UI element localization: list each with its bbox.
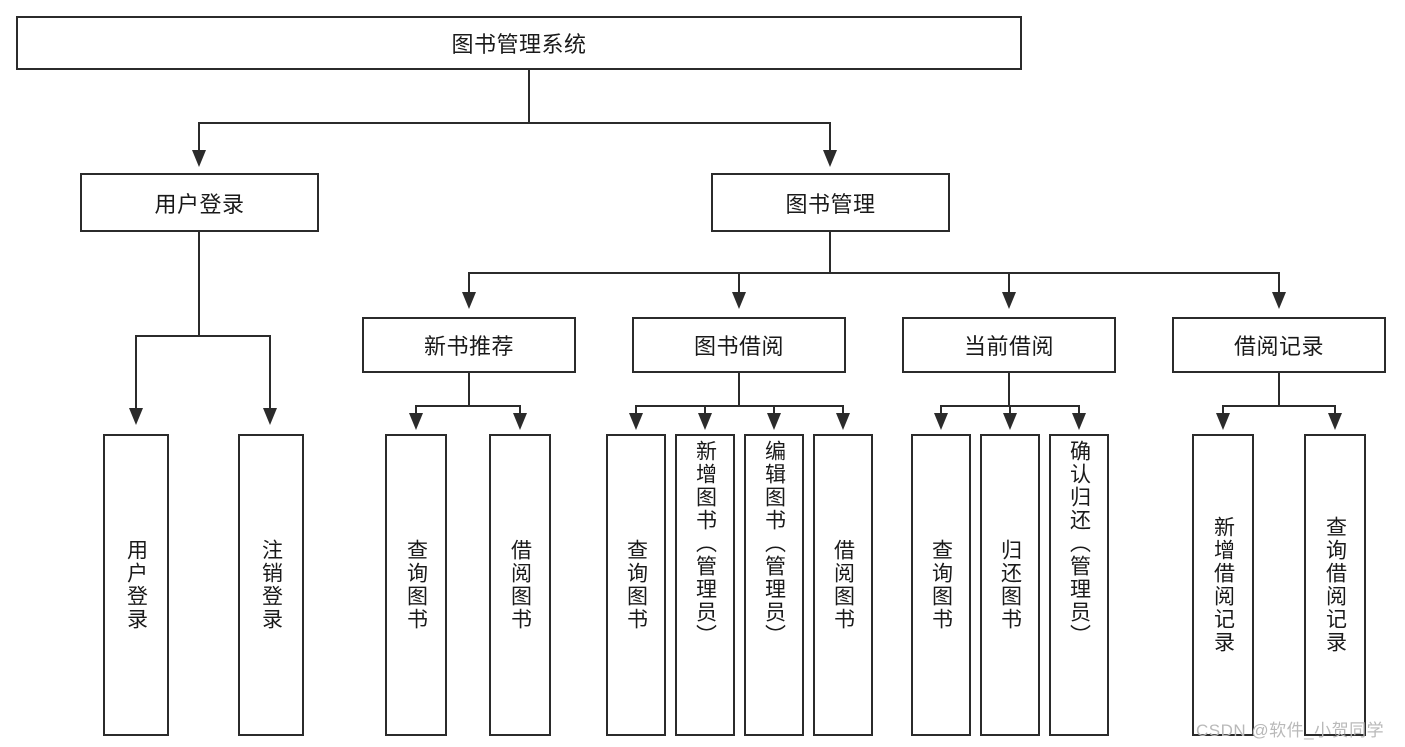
arrow-book-borrow-to-leaf-1 [698, 413, 712, 430]
node-label: 图书管理 [785, 191, 876, 217]
node-label: 图书管理系统 [451, 32, 587, 57]
arrow-book-manage-to-new-book [462, 292, 476, 309]
connector-book-manage-to-current [1008, 272, 1010, 294]
arrow-book-manage-to-record [1272, 292, 1286, 309]
arrow-root-to-book-manage [823, 150, 837, 167]
leaf-borrow-record-query[interactable]: 查询借阅记录 [1304, 434, 1366, 736]
arrow-book-borrow-to-leaf-0 [629, 413, 643, 430]
leaf-book-borrow-query[interactable]: 查询图书 [606, 434, 666, 736]
node-book-borrow[interactable]: 图书借阅 [632, 317, 846, 373]
connector-user-login-to-leaf-0 [135, 335, 137, 410]
connector-book-manage-bar [468, 272, 1279, 274]
node-label: 新增借阅记录 [1211, 516, 1235, 654]
node-root-system[interactable]: 图书管理系统 [16, 16, 1022, 70]
leaf-new-book-query[interactable]: 查询图书 [385, 434, 447, 736]
connector-borrow-record-to-leaf-0 [1222, 405, 1224, 417]
leaf-book-borrow-borrow[interactable]: 借阅图书 [813, 434, 873, 736]
connector-book-borrow-to-leaf-3 [842, 405, 844, 417]
connector-root-to-book-manage [829, 122, 831, 152]
leaf-borrow-record-add[interactable]: 新增借阅记录 [1192, 434, 1254, 736]
node-label: 确认归还（管理员） [1067, 440, 1091, 647]
node-label: 新增图书（管理员） [693, 440, 717, 647]
arrow-book-manage-to-borrow [732, 292, 746, 309]
connector-root-bar [198, 122, 831, 124]
connector-current-borrow-to-leaf-1 [1009, 405, 1011, 417]
arrow-book-manage-to-current [1002, 292, 1016, 309]
leaf-user-login-logout[interactable]: 注销登录 [238, 434, 304, 736]
arrow-new-book-to-leaf-0 [409, 413, 423, 430]
arrow-book-borrow-to-leaf-3 [836, 413, 850, 430]
connector-current-borrow-to-leaf-2 [1078, 405, 1080, 417]
connector-book-borrow-to-leaf-2 [773, 405, 775, 417]
connector-book-borrow-to-leaf-0 [635, 405, 637, 417]
connector-book-borrow-trunk [738, 373, 740, 407]
node-label: 用户登录 [124, 539, 148, 631]
node-current-borrow[interactable]: 当前借阅 [902, 317, 1116, 373]
connector-borrow-record-trunk [1278, 373, 1280, 407]
node-book-management[interactable]: 图书管理 [711, 173, 950, 232]
connector-borrow-record-to-leaf-1 [1334, 405, 1336, 417]
node-borrow-record[interactable]: 借阅记录 [1172, 317, 1386, 373]
leaf-user-login-login[interactable]: 用户登录 [103, 434, 169, 736]
arrow-book-borrow-to-leaf-2 [767, 413, 781, 430]
node-new-book-recommend[interactable]: 新书推荐 [362, 317, 576, 373]
arrow-new-book-to-leaf-1 [513, 413, 527, 430]
leaf-current-borrow-return[interactable]: 归还图书 [980, 434, 1040, 736]
connector-book-borrow-bar [635, 405, 843, 407]
node-label: 注销登录 [259, 539, 283, 631]
node-label: 查询图书 [624, 539, 648, 631]
node-label: 归还图书 [998, 539, 1022, 631]
connector-book-borrow-to-leaf-1 [704, 405, 706, 417]
arrow-current-borrow-to-leaf-2 [1072, 413, 1086, 430]
connector-user-login-bar [135, 335, 271, 337]
connector-book-manage-to-borrow [738, 272, 740, 294]
connector-book-manage-to-new-book [468, 272, 470, 294]
node-user-login[interactable]: 用户登录 [80, 173, 319, 232]
leaf-current-borrow-query[interactable]: 查询图书 [911, 434, 971, 736]
node-label: 当前借阅 [963, 334, 1054, 359]
leaf-book-borrow-add[interactable]: 新增图书（管理员） [675, 434, 735, 736]
arrow-current-borrow-to-leaf-1 [1003, 413, 1017, 430]
arrow-borrow-record-to-leaf-0 [1216, 413, 1230, 430]
arrow-current-borrow-to-leaf-0 [934, 413, 948, 430]
arrow-root-to-user-login [192, 150, 206, 167]
connector-root-trunk [528, 70, 530, 123]
leaf-current-borrow-confirm[interactable]: 确认归还（管理员） [1049, 434, 1109, 736]
node-label: 查询借阅记录 [1323, 516, 1347, 654]
connector-book-manage-trunk [829, 232, 831, 273]
node-label: 用户登录 [154, 191, 245, 217]
node-label: 图书借阅 [693, 334, 784, 359]
arrow-user-login-to-leaf-1 [263, 408, 277, 425]
leaf-book-borrow-edit[interactable]: 编辑图书（管理员） [744, 434, 804, 736]
csdn-watermark: CSDN @软件_小贺同学 [1196, 721, 1385, 740]
arrow-borrow-record-to-leaf-1 [1328, 413, 1342, 430]
node-label: 查询图书 [929, 539, 953, 631]
connector-new-book-to-leaf-1 [519, 405, 521, 417]
connector-current-borrow-trunk [1008, 373, 1010, 407]
connector-user-login-trunk [198, 232, 200, 336]
connector-new-book-trunk [468, 373, 470, 407]
connector-new-book-to-leaf-0 [415, 405, 417, 417]
arrow-user-login-to-leaf-0 [129, 408, 143, 425]
node-label: 编辑图书（管理员） [762, 440, 786, 647]
node-label: 查询图书 [404, 539, 428, 631]
node-label: 借阅图书 [508, 539, 532, 631]
node-label: 新书推荐 [423, 334, 514, 359]
node-label: 借阅记录 [1233, 334, 1324, 359]
connector-new-book-bar [415, 405, 521, 407]
connector-current-borrow-to-leaf-0 [940, 405, 942, 417]
node-label: 借阅图书 [831, 539, 855, 631]
connector-root-to-user-login [198, 122, 200, 152]
connector-borrow-record-bar [1222, 405, 1335, 407]
connector-book-manage-to-record [1278, 272, 1280, 294]
leaf-new-book-borrow[interactable]: 借阅图书 [489, 434, 551, 736]
connector-user-login-to-leaf-1 [269, 335, 271, 410]
